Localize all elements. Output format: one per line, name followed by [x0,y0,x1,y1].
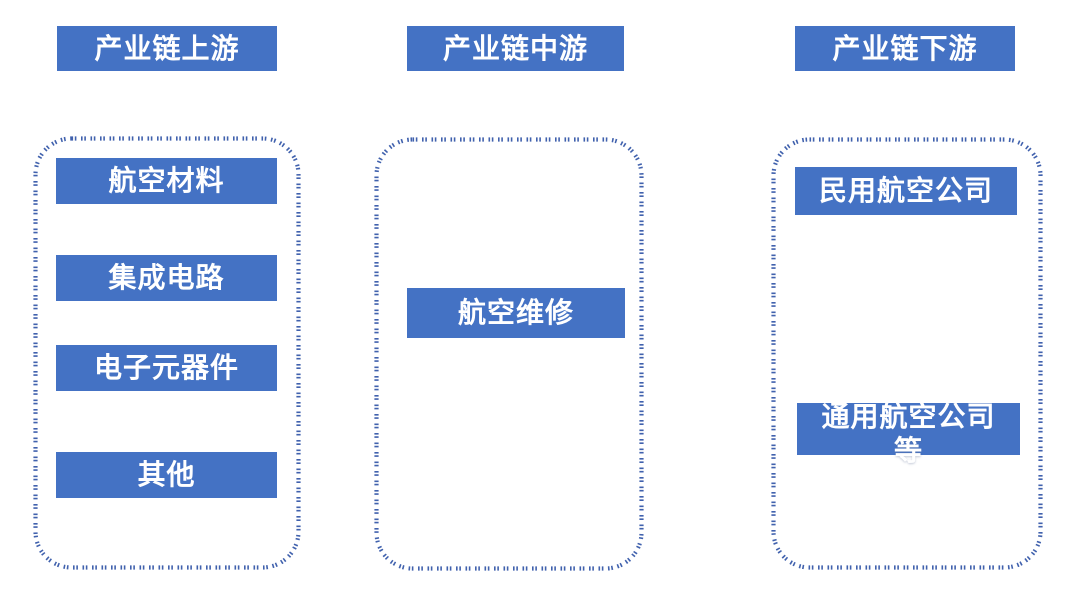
dashed-container-midstream [374,137,644,571]
item-box-general-aviation: 通用航空公司 等 [797,401,1020,466]
header-upstream: 产业链上游 [57,26,277,71]
dashed-container-downstream [771,137,1043,570]
item-label: 通用航空公司 [821,401,996,432]
item-box-others: 其他 [56,452,277,498]
item-box-civil-aviation: 民用航空公司 [795,167,1017,215]
dashed-container-upstream [33,136,301,570]
header-downstream: 产业链下游 [795,26,1015,71]
item-box-aviation-maintenance: 航空维修 [407,288,625,338]
item-overflow-label: 等 [893,435,923,466]
item-box-integrated-circuits: 集成电路 [56,255,277,301]
header-midstream: 产业链中游 [407,26,624,71]
item-box-aviation-materials: 航空材料 [56,158,277,204]
item-box-electronic-components: 电子元器件 [56,345,277,391]
